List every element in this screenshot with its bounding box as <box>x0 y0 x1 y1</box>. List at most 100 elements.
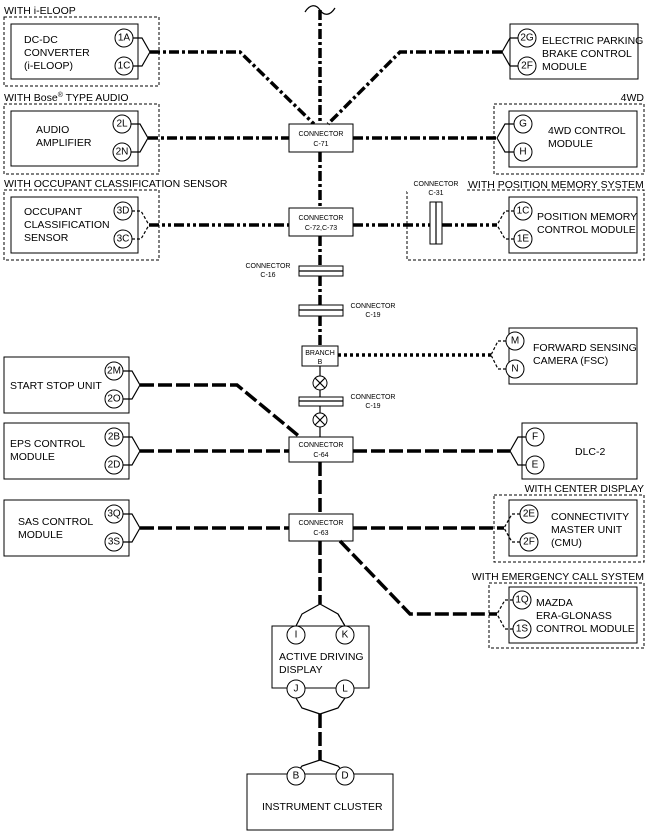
pin-cluster-d <box>335 766 355 786</box>
module-cmu-line2: MASTER UNIT <box>551 524 623 536</box>
connector-c71-line1: CONNECTOR <box>299 131 344 138</box>
pin-epb-join <box>501 37 518 67</box>
pin-cmu-2e-label: 2E <box>523 509 536 520</box>
connector-c72-line2: C-72,C-73 <box>305 225 337 232</box>
pin-add-j-label: J <box>294 684 299 695</box>
group-posmem-label: WITH POSITION MEMORY SYSTEM <box>468 179 644 191</box>
pin-sas-join <box>123 513 141 543</box>
pin-dlc-join <box>509 436 526 466</box>
pin-startstop-2m-label: 2M <box>107 366 121 377</box>
group-4wd-label: 4WD <box>621 92 645 104</box>
pin-startstop-join <box>123 370 141 400</box>
pin-fsc-join <box>490 340 506 370</box>
pin-era-1q-label: 1Q <box>515 595 529 606</box>
module-4wd-line1: 4WD CONTROL <box>548 125 626 137</box>
pin-eps-join <box>123 436 141 466</box>
connector-c64-line2: C-64 <box>313 452 328 459</box>
module-epb-line2: BRAKE CONTROL <box>542 48 632 60</box>
pin-fsc-m-label: M <box>511 336 519 347</box>
module-dcdc-line3: (i-ELOOP) <box>24 60 73 72</box>
connector-c19a-line2: C-19 <box>365 312 380 319</box>
module-add-line1: ACTIVE DRIVING <box>279 651 364 663</box>
connector-c16-line2: C-16 <box>260 272 275 279</box>
pin-occ-3d-label: 3D <box>117 206 130 217</box>
module-dlc-line1: DLC-2 <box>575 446 606 458</box>
module-cluster-box <box>246 773 394 831</box>
module-occ-line2: CLASSIFICATION <box>24 219 110 231</box>
module-cmu-line3: (CMU) <box>551 537 582 549</box>
module-era-line2: ERA-GLONASS <box>536 610 612 622</box>
module-eps-line2: MODULE <box>10 451 55 463</box>
pin-era-join <box>496 599 513 630</box>
pin-posmem-1e-label: 1E <box>517 234 530 245</box>
twisted-pair-mark-lower <box>312 412 328 428</box>
add-split-top-dashed <box>337 613 346 627</box>
module-sas-line1: SAS CONTROL <box>18 516 93 528</box>
module-add-line2: DISPLAY <box>279 664 323 676</box>
pin-era-1s-label: 1S <box>516 624 529 635</box>
pin-add-l-label: L <box>342 684 348 695</box>
pin-cmu-2f-label: 2F <box>523 537 535 548</box>
module-era-line1: MAZDA <box>536 597 573 609</box>
group-ieloop-frame <box>3 16 160 87</box>
branch-b-line1: BRANCH <box>305 350 335 357</box>
connector-c71 <box>288 123 354 153</box>
module-cmu-line1: CONNECTIVITY <box>551 511 629 523</box>
pin-epb-2f-label: 2F <box>521 61 533 72</box>
pin-add-k-label: K <box>342 630 349 641</box>
module-audio-line1: AUDIO <box>36 124 69 136</box>
module-eps-line1: EPS CONTROL <box>10 438 85 450</box>
connector-c31-line1: CONNECTOR <box>414 181 459 188</box>
connector-c16-line1: CONNECTOR <box>246 263 291 270</box>
pin-4wd-h-label: H <box>519 147 526 158</box>
connector-c72-line1: CONNECTOR <box>299 215 344 222</box>
connector-c71-line2: C-71 <box>313 141 328 148</box>
pin-audio-2l-label: 2L <box>116 119 128 130</box>
module-startstop-line1: START STOP UNIT <box>10 380 102 392</box>
pin-add-i <box>286 625 306 645</box>
pin-occ-join <box>132 210 150 240</box>
pin-sas-3s-label: 3S <box>108 537 121 548</box>
pin-eps-2b-label: 2B <box>108 432 121 443</box>
pin-dlc-e-label: E <box>532 460 539 471</box>
wire-startstop-c64 <box>140 383 302 439</box>
module-audio-line2: AMPLIFIER <box>36 137 92 149</box>
pin-add-k <box>335 625 355 645</box>
pin-cluster-d-label: D <box>341 771 348 782</box>
connector-c64-line1: CONNECTOR <box>299 442 344 449</box>
pin-4wd-join <box>496 123 514 153</box>
connector-c63-line1: CONNECTOR <box>299 520 344 527</box>
wire-dcdc-c71 <box>150 50 316 126</box>
module-fsc-line2: CAMERA (FSC) <box>533 355 608 367</box>
pin-add-i-label: I <box>295 630 298 641</box>
pin-dlc-f-label: F <box>532 432 538 443</box>
pin-cluster-b-label: B <box>293 771 300 782</box>
pin-cluster-b <box>286 766 306 786</box>
module-posmem-line2: CONTROL MODULE <box>537 224 636 236</box>
connector-c31-tag <box>407 178 465 192</box>
branch-b-line2: B <box>318 359 323 366</box>
module-sas-line2: MODULE <box>18 529 63 541</box>
group-bose-frame <box>3 103 160 175</box>
module-occ-line1: OCCUPANT <box>24 206 83 218</box>
group-ieloop-label: WITH i-ELOOP <box>4 5 76 17</box>
module-dcdc-line1: DC-DC <box>24 34 58 46</box>
connector-c19b-line2: C-19 <box>365 403 380 410</box>
wire-c63-era <box>338 539 497 616</box>
connector-c64 <box>288 436 354 463</box>
add-join-bottom <box>295 697 346 715</box>
module-dcdc-line2: CONVERTER <box>24 47 90 59</box>
connector-c63-line2: C-63 <box>313 530 328 537</box>
add-split-top <box>295 603 346 627</box>
connector-c72-c73 <box>288 207 354 237</box>
group-center-frame <box>493 494 645 563</box>
module-posmem-line1: POSITION MEMORY <box>537 211 637 223</box>
group-emergency-label: WITH EMERGENCY CALL SYSTEM <box>472 571 644 583</box>
group-bose-label: WITH Bose® TYPE AUDIO <box>4 91 129 104</box>
pin-audio-2n-label: 2N <box>116 147 129 158</box>
pin-cmu-join <box>503 513 520 543</box>
group-center-label: WITH CENTER DISPLAY <box>525 483 644 495</box>
pin-epb-2g-label: 2G <box>520 33 534 44</box>
pin-4wd-g-label: G <box>519 119 527 130</box>
